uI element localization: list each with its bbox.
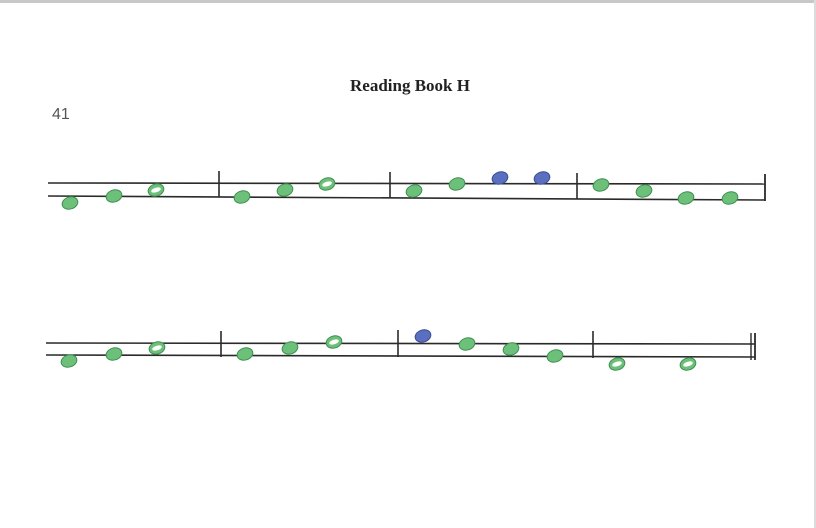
staff-line-bottom xyxy=(45,354,756,358)
staff-line-bottom xyxy=(47,195,766,201)
note-head-green xyxy=(233,190,251,204)
note-head-green xyxy=(61,196,79,210)
page-top-edge xyxy=(0,0,816,3)
note-body xyxy=(233,190,251,204)
whole-note-green xyxy=(679,357,697,371)
note-body xyxy=(635,184,653,198)
note-head-blue xyxy=(533,171,551,185)
note-head-green xyxy=(236,347,254,361)
note-body xyxy=(502,342,520,356)
whole-note-green xyxy=(148,341,166,355)
note-body xyxy=(60,354,78,368)
note-body xyxy=(405,184,423,198)
note-body xyxy=(105,347,123,361)
note-body xyxy=(105,189,123,203)
note-body xyxy=(414,329,432,343)
note-hole xyxy=(329,339,339,345)
note-hole xyxy=(322,181,332,187)
note-head-green xyxy=(60,354,78,368)
note-head-green xyxy=(502,342,520,356)
note-head-blue xyxy=(491,171,509,185)
note-head-blue xyxy=(414,329,432,343)
note-body xyxy=(276,183,294,197)
note-head-green xyxy=(458,337,476,351)
note-head-green xyxy=(592,178,610,192)
note-hole xyxy=(152,345,162,351)
note-head-green xyxy=(546,349,564,363)
note-head-green xyxy=(448,177,466,191)
note-head-green xyxy=(105,189,123,203)
note-head-green xyxy=(677,191,695,205)
note-body xyxy=(677,191,695,205)
whole-note-green xyxy=(147,183,165,197)
note-head-green xyxy=(635,184,653,198)
whole-note-green xyxy=(318,177,336,191)
note-body xyxy=(533,171,551,185)
whole-note-green xyxy=(325,335,343,349)
note-head-green xyxy=(276,183,294,197)
note-hole xyxy=(612,361,622,367)
note-body xyxy=(458,337,476,351)
note-body xyxy=(61,196,79,210)
whole-note-green xyxy=(608,357,626,371)
note-body xyxy=(236,347,254,361)
page-title: Reading Book H xyxy=(350,76,470,95)
page-number: 41 xyxy=(52,106,70,123)
note-head-green xyxy=(721,191,739,205)
note-body xyxy=(448,177,466,191)
note-body xyxy=(281,341,299,355)
note-body xyxy=(721,191,739,205)
staff-line-top xyxy=(45,342,756,345)
note-body xyxy=(491,171,509,185)
page-right-edge xyxy=(814,0,816,528)
note-body xyxy=(592,178,610,192)
note-body xyxy=(546,349,564,363)
staff-line-top xyxy=(47,182,766,185)
note-head-green xyxy=(281,341,299,355)
note-hole xyxy=(683,361,693,367)
note-head-green xyxy=(105,347,123,361)
note-hole xyxy=(151,187,161,193)
note-head-green xyxy=(405,184,423,198)
